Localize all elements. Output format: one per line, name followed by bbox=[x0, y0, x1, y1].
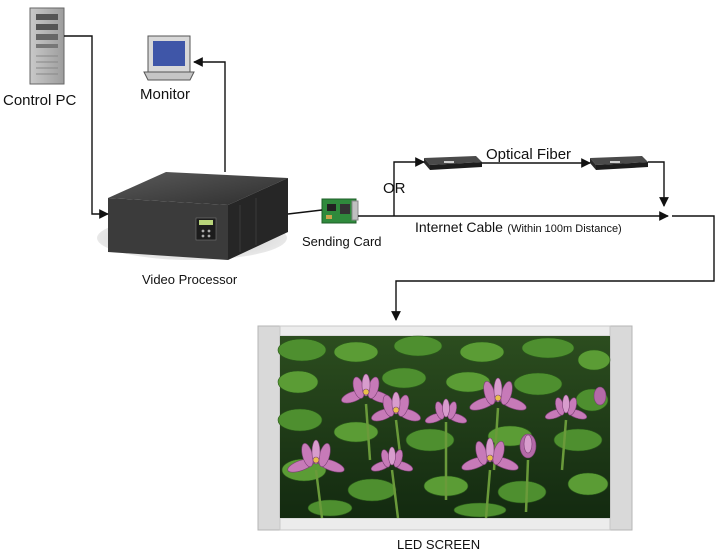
fiber-converter-icon bbox=[424, 156, 482, 170]
control-pc-label: Control PC bbox=[3, 92, 77, 109]
led-screen-icon bbox=[257, 325, 633, 531]
monitor-label: Monitor bbox=[140, 86, 191, 103]
internet-cable-distance-note: (Within 100m Distance) bbox=[507, 223, 622, 235]
link-cable-to-screen bbox=[391, 215, 715, 321]
lily-pads bbox=[277, 335, 611, 518]
crt-monitor-icon bbox=[143, 35, 195, 81]
led-screen-label: LED SCREEN bbox=[397, 537, 481, 552]
link-processor-to-card bbox=[287, 209, 323, 215]
sending-card-label: Sending Card bbox=[302, 234, 382, 249]
link-fiber-branch bbox=[393, 157, 425, 216]
optical-fiber-label: Optical Fiber bbox=[486, 146, 572, 163]
fiber-converter-icon bbox=[590, 156, 648, 170]
lotus-flowers bbox=[287, 373, 607, 473]
link-pc-to-processor bbox=[64, 35, 109, 219]
link-fiber-down bbox=[648, 161, 669, 207]
video-processor-label: Video Processor bbox=[142, 272, 238, 287]
internet-cable-label: Internet Cable (Within 100m Distance) bbox=[415, 219, 622, 237]
internet-cable-text: Internet Cable bbox=[415, 219, 503, 235]
pcb-card-icon bbox=[321, 198, 359, 224]
video-processor-icon bbox=[97, 172, 288, 260]
or-label: OR bbox=[383, 180, 406, 197]
lily-stems bbox=[314, 403, 568, 519]
tower-pc-icon bbox=[29, 7, 65, 85]
link-processor-to-monitor bbox=[193, 57, 226, 172]
connection-lines bbox=[64, 35, 715, 321]
